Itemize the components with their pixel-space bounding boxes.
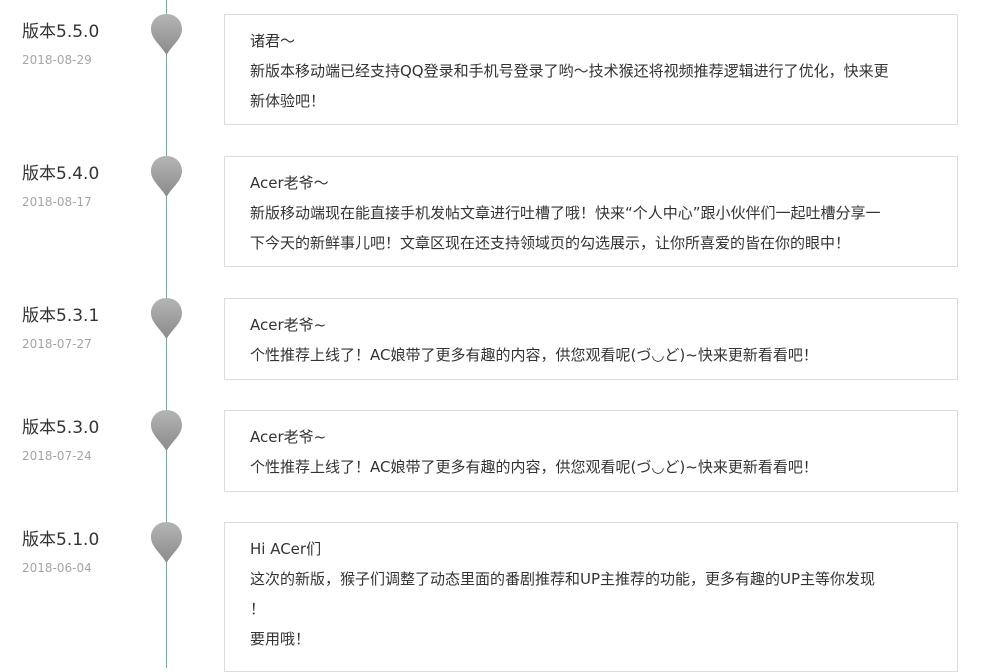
- release-notes-card: 诸君～ 新版本移动端已经支持QQ登录和手机号登录了哟～技术猴还将视频推荐逻辑进行了…: [224, 14, 958, 125]
- greeting-text: Acer老爷~: [250, 428, 327, 446]
- map-pin-icon: [150, 409, 183, 452]
- release-notes-card: Hi ACer们这次的新版，猴子们调整了动态里面的番剧推荐和UP主推荐的功能，更…: [224, 522, 958, 672]
- release-notes-card: Acer老爷~ 个性推荐上线了！AC娘带了更多有趣的内容，供您观看呢(づ◡ど)~快…: [224, 298, 958, 380]
- release-notes-card: Acer老爷~ 个性推荐上线了！AC娘带了更多有趣的内容，供您观看呢(づ◡ど)~快…: [224, 410, 958, 492]
- release-date: 2018-06-04: [22, 561, 92, 575]
- release-note-text: 新体验吧！: [250, 92, 326, 110]
- map-pin-icon: [150, 13, 183, 56]
- release-note-text: 这次的新版，猴子们调整了动态里面的番剧推荐和UP主推荐的功能，更多有趣的UP主等…: [250, 570, 876, 588]
- greeting-text: Hi ACer们: [250, 540, 322, 558]
- version-label: 版本5.3.0: [22, 418, 100, 438]
- release-note-text: 个性推荐上线了！AC娘带了更多有趣的内容，供您观看呢(づ◡ど)~快来更新看看吧！: [250, 458, 818, 476]
- release-note-text: 下今天的新鲜事儿吧！文章区现在还支持领域页的勾选展示，让你所喜爱的皆在你的眼中！: [250, 234, 851, 252]
- version-label: 版本5.4.0: [22, 164, 100, 184]
- greeting-text: 诸君～: [250, 32, 296, 50]
- release-date: 2018-07-24: [22, 449, 92, 463]
- version-label: 版本5.3.1: [22, 306, 100, 326]
- version-label: 版本5.1.0: [22, 530, 100, 550]
- release-date: 2018-07-27: [22, 337, 92, 351]
- release-note-text: 要用哦！: [250, 630, 311, 648]
- release-note-text: 新版移动端现在能直接手机发帖文章进行吐槽了哦！快来“个人中心”跟小伙伴们一起吐槽…: [250, 204, 881, 222]
- release-date: 2018-08-17: [22, 195, 92, 209]
- map-pin-icon: [150, 297, 183, 340]
- release-date: 2018-08-29: [22, 53, 92, 67]
- release-note-text: 新版本移动端已经支持QQ登录和手机号登录了哟～技术猴还将视频推荐逻辑进行了优化，…: [250, 62, 889, 80]
- greeting-text: Acer老爷～: [250, 174, 329, 192]
- version-label: 版本5.5.0: [22, 22, 100, 42]
- map-pin-icon: [150, 155, 183, 198]
- release-note-text: ！: [250, 600, 266, 618]
- release-notes-card: Acer老爷～ 新版移动端现在能直接手机发帖文章进行吐槽了哦！快来“个人中心”跟小…: [224, 156, 958, 267]
- greeting-text: Acer老爷~: [250, 316, 327, 334]
- map-pin-icon: [150, 521, 183, 564]
- release-note-text: 个性推荐上线了！AC娘带了更多有趣的内容，供您观看呢(づ◡ど)~快来更新看看吧！: [250, 346, 818, 364]
